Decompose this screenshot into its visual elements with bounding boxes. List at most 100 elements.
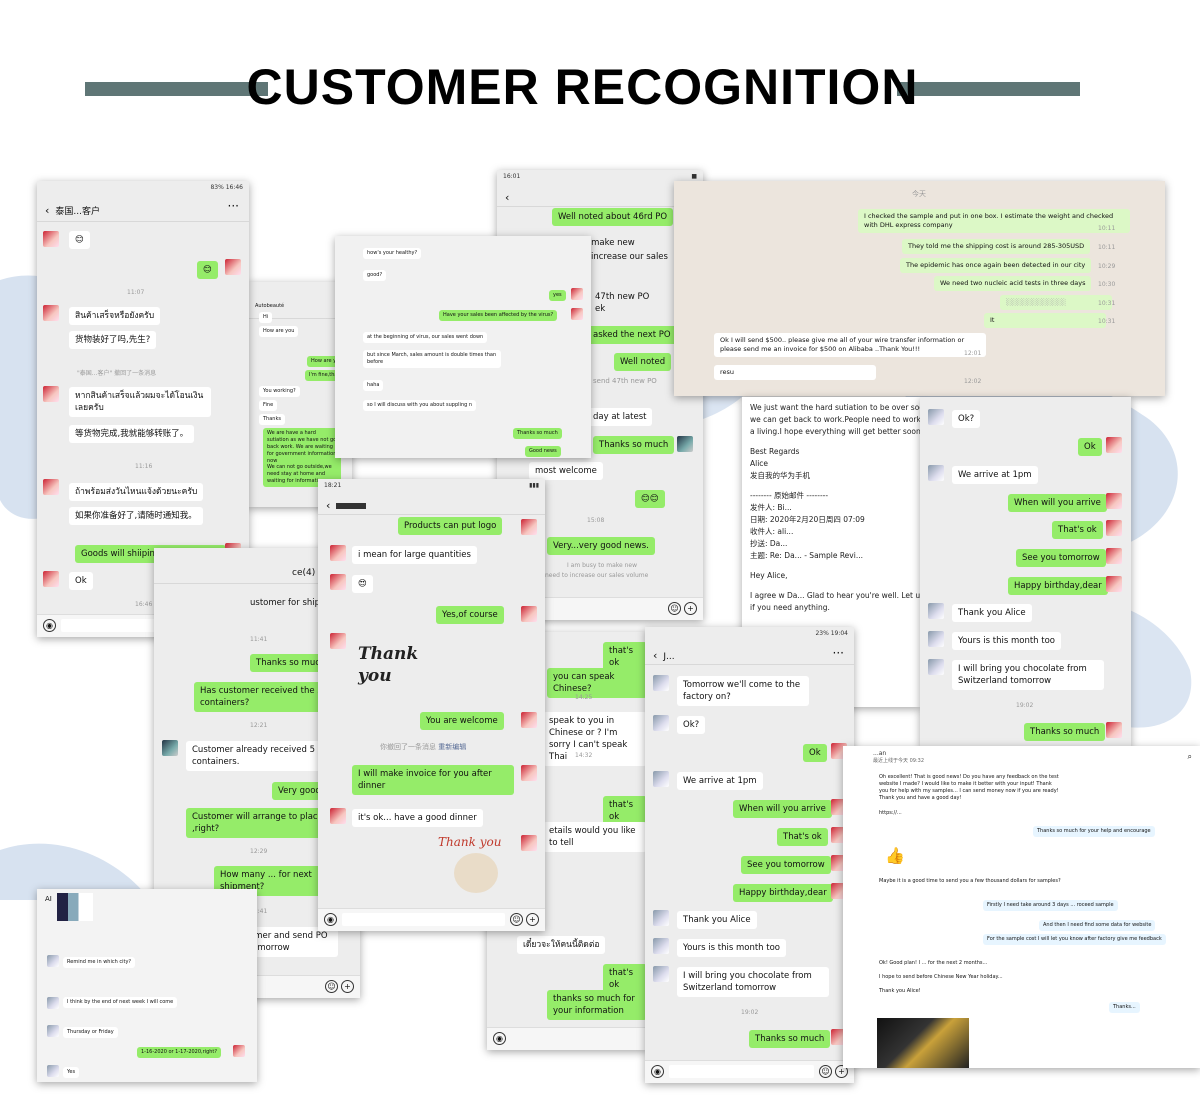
avatar [928,631,944,647]
chat-message: I think by the end of next week I will c… [63,997,178,1008]
chat-message: Thank you Alice! [875,986,925,997]
chat-message: How are you [259,326,299,337]
timestamp: 10:30 [1098,281,1116,288]
chat-header: ‹J...··· [645,643,854,665]
back-icon[interactable]: ‹ [326,499,331,512]
chat-message: I hope to send before Chinese New Year h… [875,972,1007,983]
timestamp: 19:02 [741,1009,759,1016]
plus-icon[interactable]: + [684,602,697,615]
chat-input-bar: ◉ [487,1027,647,1050]
chat-screenshot-city: AI Remind me in which city? I think by t… [37,889,257,1082]
title-bar-left [85,82,268,96]
chat-message: speak to you in Chinese or ? I'm sorry I… [543,712,647,766]
emoji-message: 😊😊 [635,490,665,508]
back-icon[interactable]: ‹ [505,191,510,204]
chat-message: Hi [259,312,273,323]
emoji-icon[interactable]: ☺ [510,913,523,926]
chat-message: etails would you like to tell [543,822,647,852]
chat-message: Fine [259,400,278,411]
chat-message: You are welcome [420,712,504,730]
chat-message: That's ok [1052,521,1103,539]
chat-message: most welcome [529,462,603,480]
chat-message: Ok? [952,410,981,428]
plus-icon[interactable]: + [835,1065,848,1078]
more-icon[interactable]: ··· [832,646,844,660]
reedit-link[interactable]: 重新编辑 [438,743,467,751]
avatar [521,765,537,781]
chat-message: Thanks so much [1024,723,1106,741]
avatar [57,893,93,921]
chat-message: 货物装好了吗,先生? [69,331,157,349]
chat-header: Autobeauté [247,297,352,319]
plus-icon[interactable]: + [526,913,539,926]
chat-input[interactable] [669,1065,814,1078]
emoji-icon[interactable]: ☺ [668,602,681,615]
voice-icon[interactable]: ◉ [324,913,337,926]
back-icon[interactable]: ‹ [45,204,50,217]
chat-input[interactable] [342,913,505,926]
timestamp: 10:11 [1098,244,1116,251]
chat-message: Thanks so much for your help and encoura… [1033,826,1155,837]
chat-message: thanks so much for your information [547,990,647,1020]
chat-message: I will bring you chocolate from Switzerl… [677,967,829,997]
chat-message: that's ok [603,642,647,672]
chat-message: Thanks so much [513,428,562,439]
plus-icon[interactable]: + [341,980,354,993]
search-icon[interactable]: ⌕ [1187,752,1192,761]
chat-message: Thank you Alice [677,911,757,929]
chat-message: That's ok [777,828,828,846]
chat-screenshot-autobeaute: Autobeauté Hi How are you How are yo I'm… [247,282,352,507]
avatar [1106,548,1122,564]
more-icon[interactable]: ··· [227,199,239,213]
avatar [43,479,59,495]
chat-screenshot-logo: 18:21▮▮▮ ‹ Products can put logo i mean … [318,479,545,931]
chat-message: Well noted [614,353,672,371]
chat-message: ek [595,304,606,314]
avatar [162,740,178,756]
avatar [521,519,537,535]
chat-message: We are have a hard sutiation as we have … [263,428,341,467]
emoji-message: 😍 [352,575,373,593]
photo-thumbnail [877,1018,969,1068]
chat-header: ...an 最近上线于今天 09:32 [873,750,924,764]
chat-message: We need two nucleic acid tests in three … [934,276,1092,291]
timestamp: 12:29 [250,848,268,855]
timestamp: 12:21 [250,722,268,729]
avatar [1106,520,1122,536]
voice-icon[interactable]: ◉ [651,1065,664,1078]
chat-message: ...make new [583,238,635,248]
timestamp: 16:46 [135,601,153,608]
chat-message: Thank you Alice [952,604,1032,622]
avatar [928,465,944,481]
avatar [47,1065,59,1077]
timestamp: 10:29 [1098,263,1116,270]
chat-message: Thanks so much [250,654,332,672]
chat-message: Thanks so much [593,436,675,454]
avatar [653,675,669,691]
voice-icon[interactable]: ◉ [43,619,56,632]
back-icon[interactable]: ‹ [653,649,658,662]
emoji-icon[interactable]: ☺ [819,1065,832,1078]
emoji-icon[interactable]: ☺ [325,980,338,993]
chat-message: Thanks so much [749,1030,831,1048]
chat-message: but since March, sales amount is double … [363,350,501,368]
avatar [653,938,669,954]
timestamp: 19:02 [1016,702,1034,709]
thumbs-up-icon: 👍 [885,846,905,865]
chat-screenshot-thai: 83% 16:46 ‹泰国...客户 ··· 😊 😊 11:07 สินค้าเ… [37,181,249,637]
voice-icon[interactable]: ◉ [493,1032,506,1045]
chat-message: Happy birthday,dear [733,884,833,902]
chat-message: https://... [875,808,906,819]
chat-header: AI [45,895,52,903]
title-bar-right [897,82,1080,96]
chat-message: Happy birthday,dear [1008,577,1108,595]
avatar [330,574,346,590]
avatar [521,712,537,728]
chat-message: Yes [63,1067,80,1078]
chat-message: And then I need find some data for websi… [1039,920,1156,931]
avatar [225,259,241,275]
chat-message: you can speak Chinese? [547,668,647,698]
timestamp: 12:01 [964,350,982,357]
chat-message: I will bring you chocolate from Switzerl… [952,660,1104,690]
chat-message: We arrive at 1pm [677,772,763,790]
